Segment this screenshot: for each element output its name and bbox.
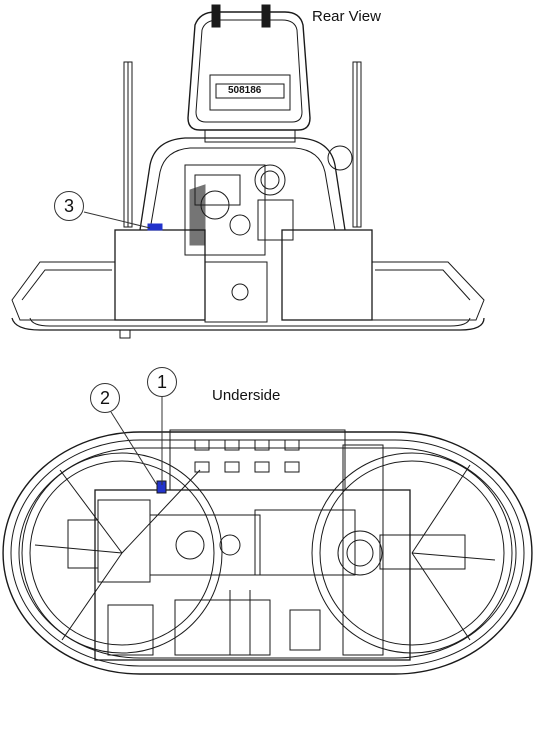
seat — [187, 4, 311, 143]
highlight-part-3 — [147, 223, 163, 231]
underside-drawing — [2, 429, 533, 675]
left-rotor — [21, 452, 223, 654]
trowel-pans — [11, 261, 485, 331]
seat-plate-number: 508186 — [228, 85, 262, 96]
callout-1: 1 — [147, 367, 177, 397]
left-blades — [34, 469, 201, 641]
callout-2: 2 — [90, 383, 120, 413]
rear-view-title: Rear View — [312, 8, 381, 25]
left-gearbox — [97, 499, 151, 583]
vertical-arm — [342, 444, 384, 656]
horizontal-arm — [379, 534, 466, 570]
engine — [184, 164, 294, 256]
right-blades — [411, 464, 496, 641]
outer-ring — [2, 431, 533, 675]
drum — [337, 530, 383, 576]
right-side-box — [281, 229, 373, 321]
right-rotor — [311, 452, 513, 654]
guide-posts — [123, 61, 362, 228]
right-gearbox — [254, 509, 356, 576]
underside-title: Underside — [212, 387, 281, 404]
callout-3: 3 — [54, 191, 84, 221]
center-plate — [204, 261, 268, 323]
fuel-cap — [327, 145, 353, 171]
rear-view-drawing — [11, 4, 485, 339]
callout-2-leader — [110, 411, 158, 486]
callout-3-leader — [83, 211, 151, 229]
frame-arch — [139, 137, 346, 231]
